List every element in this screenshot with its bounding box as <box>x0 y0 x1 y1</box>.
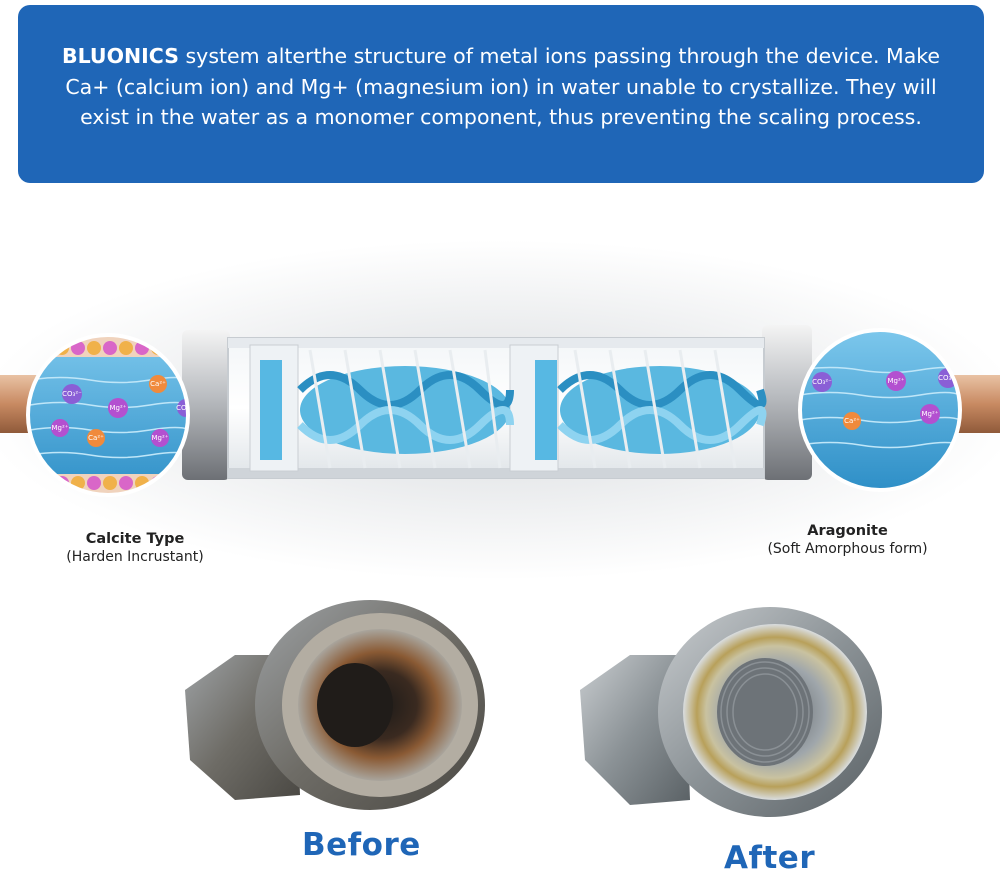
after-image <box>580 607 882 817</box>
calcite-inset: CO₃²⁻ Ca²⁺ Mg²⁺ CO₃²⁻ Mg²⁺ Ca²⁺ Mg²⁺ <box>28 335 196 495</box>
fins <box>308 349 737 469</box>
ion-label: Ca²⁺ <box>844 417 860 425</box>
ion-label: CO₃²⁻ <box>812 378 832 386</box>
aragonite-title: Aragonite <box>807 523 888 539</box>
helix-core-right <box>557 366 767 454</box>
ion-label: CO₃²⁻ <box>176 404 196 412</box>
before-label: Before <box>302 827 421 863</box>
banner-description: system alterthe structure of metal ions … <box>65 44 941 129</box>
info-banner: BLUONICS system alterthe structure of me… <box>18 5 984 183</box>
brand-name: BLUONICS <box>61 44 179 68</box>
ion-label: Mg²⁺ <box>888 377 905 385</box>
ion-label: Mg²⁺ <box>52 424 69 432</box>
calcite-title: Calcite Type <box>85 531 185 547</box>
ion-label: Mg²⁺ <box>110 404 127 412</box>
aragonite-subtitle: (Soft Amorphous form) <box>767 541 928 557</box>
fitting-right <box>762 325 812 480</box>
before-image <box>185 600 485 810</box>
helix-core-left <box>297 366 514 454</box>
banner-text: BLUONICS system alterthe structure of me… <box>48 41 954 133</box>
ion-label: Ca²⁺ <box>150 380 166 388</box>
device-illustration: CO₃²⁻ Ca²⁺ Mg²⁺ CO₃²⁻ Mg²⁺ Ca²⁺ Mg²⁺ CO₃… <box>0 240 1000 580</box>
aragonite-inset: CO₃²⁻ Mg²⁺ CO₃²⁻ Mg²⁺ Ca²⁺ <box>800 330 960 490</box>
ion-label: Mg²⁺ <box>152 434 169 442</box>
calcite-caption: Calcite Type (Harden Incrustant) <box>50 530 220 566</box>
after-label: After <box>724 840 816 876</box>
ion-label: CO₃²⁻ <box>938 374 958 382</box>
calcite-subtitle: (Harden Incrustant) <box>66 549 204 565</box>
fitting-left <box>182 330 230 480</box>
ion-label: Mg²⁺ <box>922 410 939 418</box>
aragonite-caption: Aragonite (Soft Amorphous form) <box>750 522 945 558</box>
ion-label: Ca²⁺ <box>88 434 104 442</box>
ion-label: CO₃²⁻ <box>62 390 82 398</box>
